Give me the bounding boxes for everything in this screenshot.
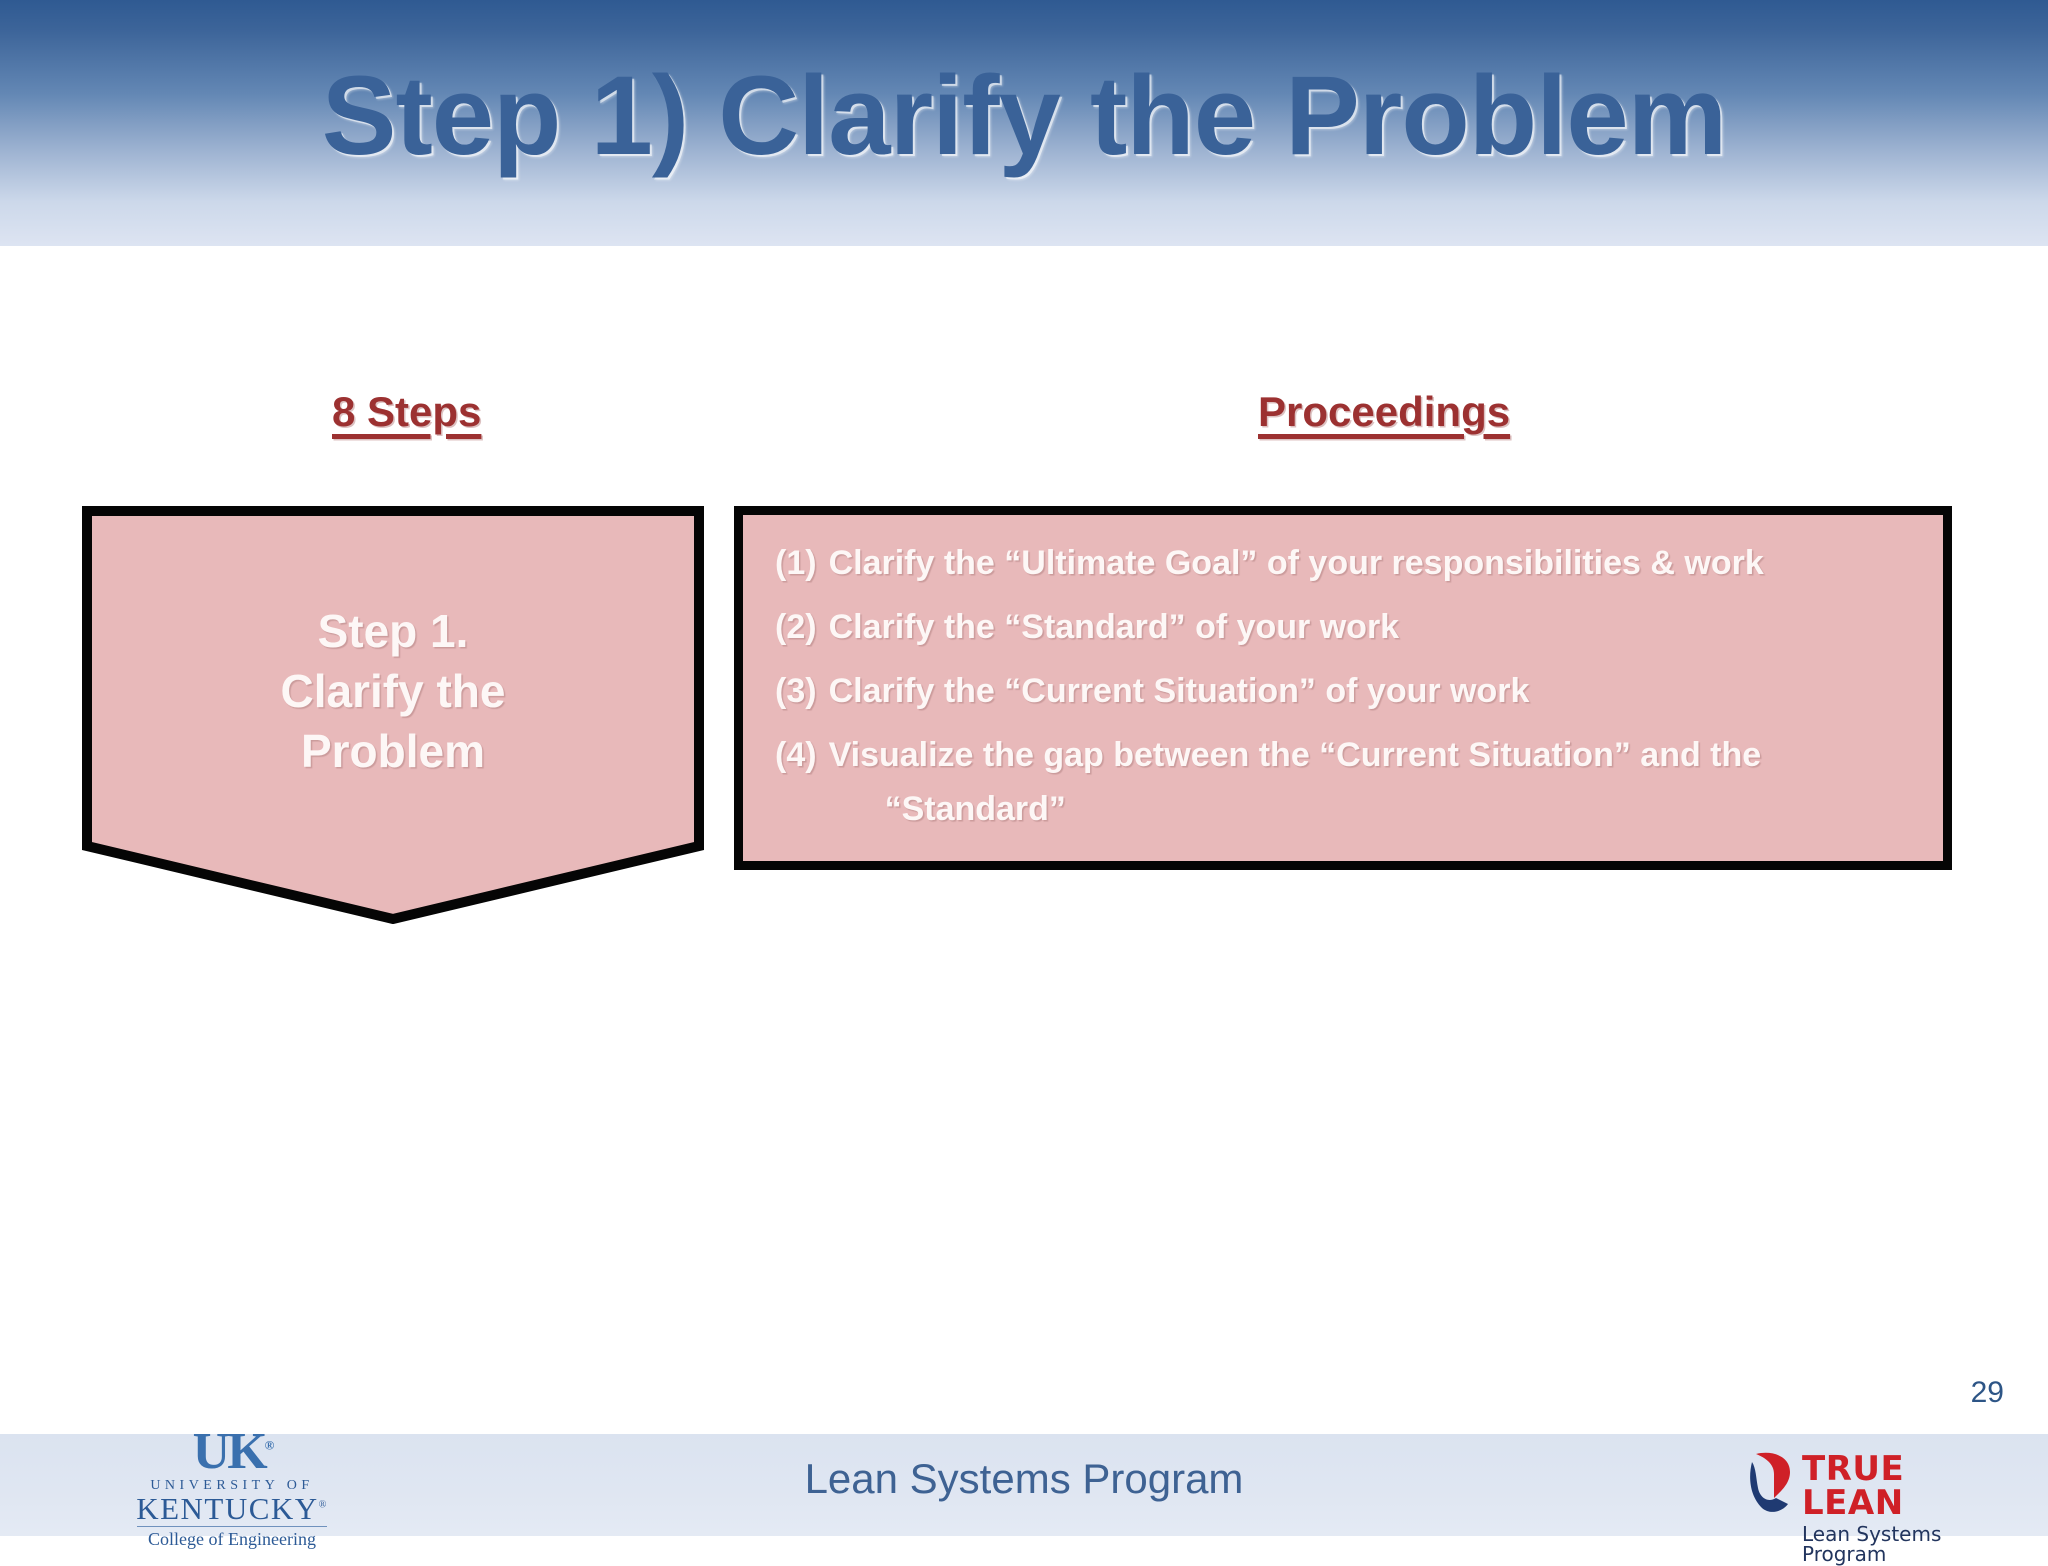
title-band [0, 0, 2048, 246]
true-lean-logo-text: TRUE LEAN Lean Systems Program [1802, 1452, 2016, 1564]
uk-college-of-engineering-text: College of Engineering [148, 1529, 316, 1550]
proceedings-item: (1) Clarify the “Ultimate Goal” of your … [775, 543, 1921, 583]
proceedings-item-text: Visualize the gap between the “Current S… [829, 735, 1921, 829]
uk-registered-mark: ® [264, 1437, 275, 1453]
uk-kentucky-word: KENTUCKY [136, 1490, 319, 1526]
step-chevron-label: Step 1. Clarify the Problem [82, 602, 704, 781]
proceedings-item: (4) Visualize the gap between the “Curre… [775, 735, 1921, 829]
proceedings-item-text-line-2: “Standard” [884, 790, 1066, 829]
uk-university-of-text: UNIVERSITY OF [150, 1477, 314, 1493]
uk-logo-divider [137, 1525, 327, 1528]
step-chevron-line-3: Problem [300, 724, 486, 777]
column-heading-proceedings: Proceedings [1258, 388, 1511, 435]
uk-monogram-text: UK [192, 1423, 268, 1480]
column-heading-8-steps: 8 Steps [332, 388, 482, 435]
proceedings-item-number: (3) [775, 672, 817, 711]
proceedings-box: (1) Clarify the “Ultimate Goal” of your … [734, 506, 1952, 870]
proceedings-item-text-line-1: Visualize the gap between the “Current S… [828, 736, 1762, 775]
true-lean-subtitle: Lean Systems Program [1802, 1522, 1942, 1566]
uk-trademark-mark: ® [318, 1499, 328, 1511]
step-chevron-line-1: Step 1. [317, 605, 469, 657]
proceedings-item-number: (2) [775, 608, 817, 647]
proceedings-item: (3) Clarify the “Current Situation” of y… [775, 671, 1921, 711]
page-number: 29 [1970, 1376, 2004, 1409]
proceedings-item-number: (4) [775, 736, 817, 775]
true-lean-title: TRUE LEAN [1802, 1449, 1905, 1523]
footer-center-text: Lean Systems Program [804, 1455, 1244, 1502]
page-title: Step 1) Clarify the Problem [321, 53, 1727, 178]
uk-logo: UK® UNIVERSITY OF KENTUCKY® College of E… [112, 1426, 352, 1550]
step-chevron-shape: Step 1. Clarify the Problem [82, 506, 704, 924]
proceedings-item: (2) Clarify the “Standard” of your work [775, 607, 1921, 647]
proceedings-item-text: Clarify the “Ultimate Goal” of your resp… [828, 544, 1764, 582]
proceedings-item-text: Clarify the “Standard” of your work [828, 608, 1400, 647]
proceedings-item-number: (1) [775, 544, 817, 582]
true-lean-swoosh-icon [1750, 1452, 1790, 1512]
chevron-shape-icon [82, 506, 704, 924]
step-chevron-line-2: Clarify the [280, 664, 506, 717]
footer-bar [0, 1434, 2048, 1536]
uk-kentucky-text: KENTUCKY® [112, 1493, 352, 1524]
uk-monogram: UK® [112, 1426, 352, 1478]
proceedings-item-text: Clarify the “Current Situation” of your … [828, 672, 1530, 711]
true-lean-logo: TRUE LEAN Lean Systems Program [1746, 1452, 2016, 1564]
